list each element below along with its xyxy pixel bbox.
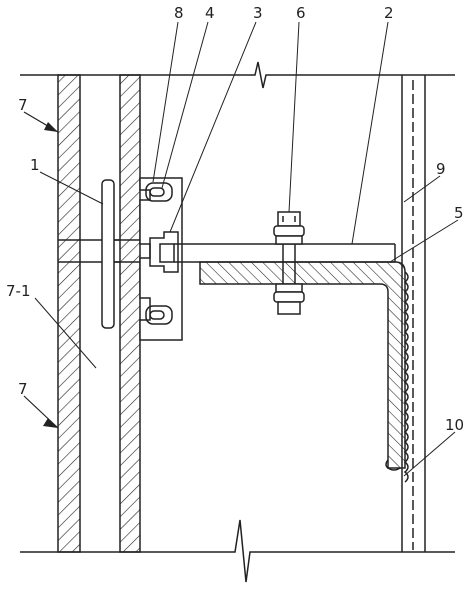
connector-arm <box>159 243 396 263</box>
profile-slots <box>145 182 179 325</box>
right-wall-panel <box>119 74 141 553</box>
label-4: 4 <box>205 4 215 22</box>
label-7-1: 7-1 <box>6 282 31 300</box>
steel-column <box>401 75 426 552</box>
top-break-line <box>20 61 455 89</box>
left-wall-panel <box>57 74 81 553</box>
bottom-break-line <box>20 519 455 583</box>
label-5: 5 <box>454 204 464 222</box>
label-9: 9 <box>436 160 446 178</box>
leader-lines <box>34 21 459 477</box>
label-7-bottom: 7 <box>18 380 28 398</box>
label-1: 1 <box>30 156 40 174</box>
label-6: 6 <box>296 4 306 22</box>
bolt-assembly <box>273 211 305 315</box>
weld-seam <box>385 271 409 483</box>
label-3: 3 <box>253 4 263 22</box>
arrow-7-bottom <box>23 395 59 429</box>
label-10: 10 <box>445 416 464 434</box>
label-7-top: 7 <box>18 96 28 114</box>
arrow-7-top <box>23 111 59 133</box>
label-8: 8 <box>174 4 184 22</box>
keel-plate <box>101 179 115 329</box>
label-2: 2 <box>384 4 394 22</box>
